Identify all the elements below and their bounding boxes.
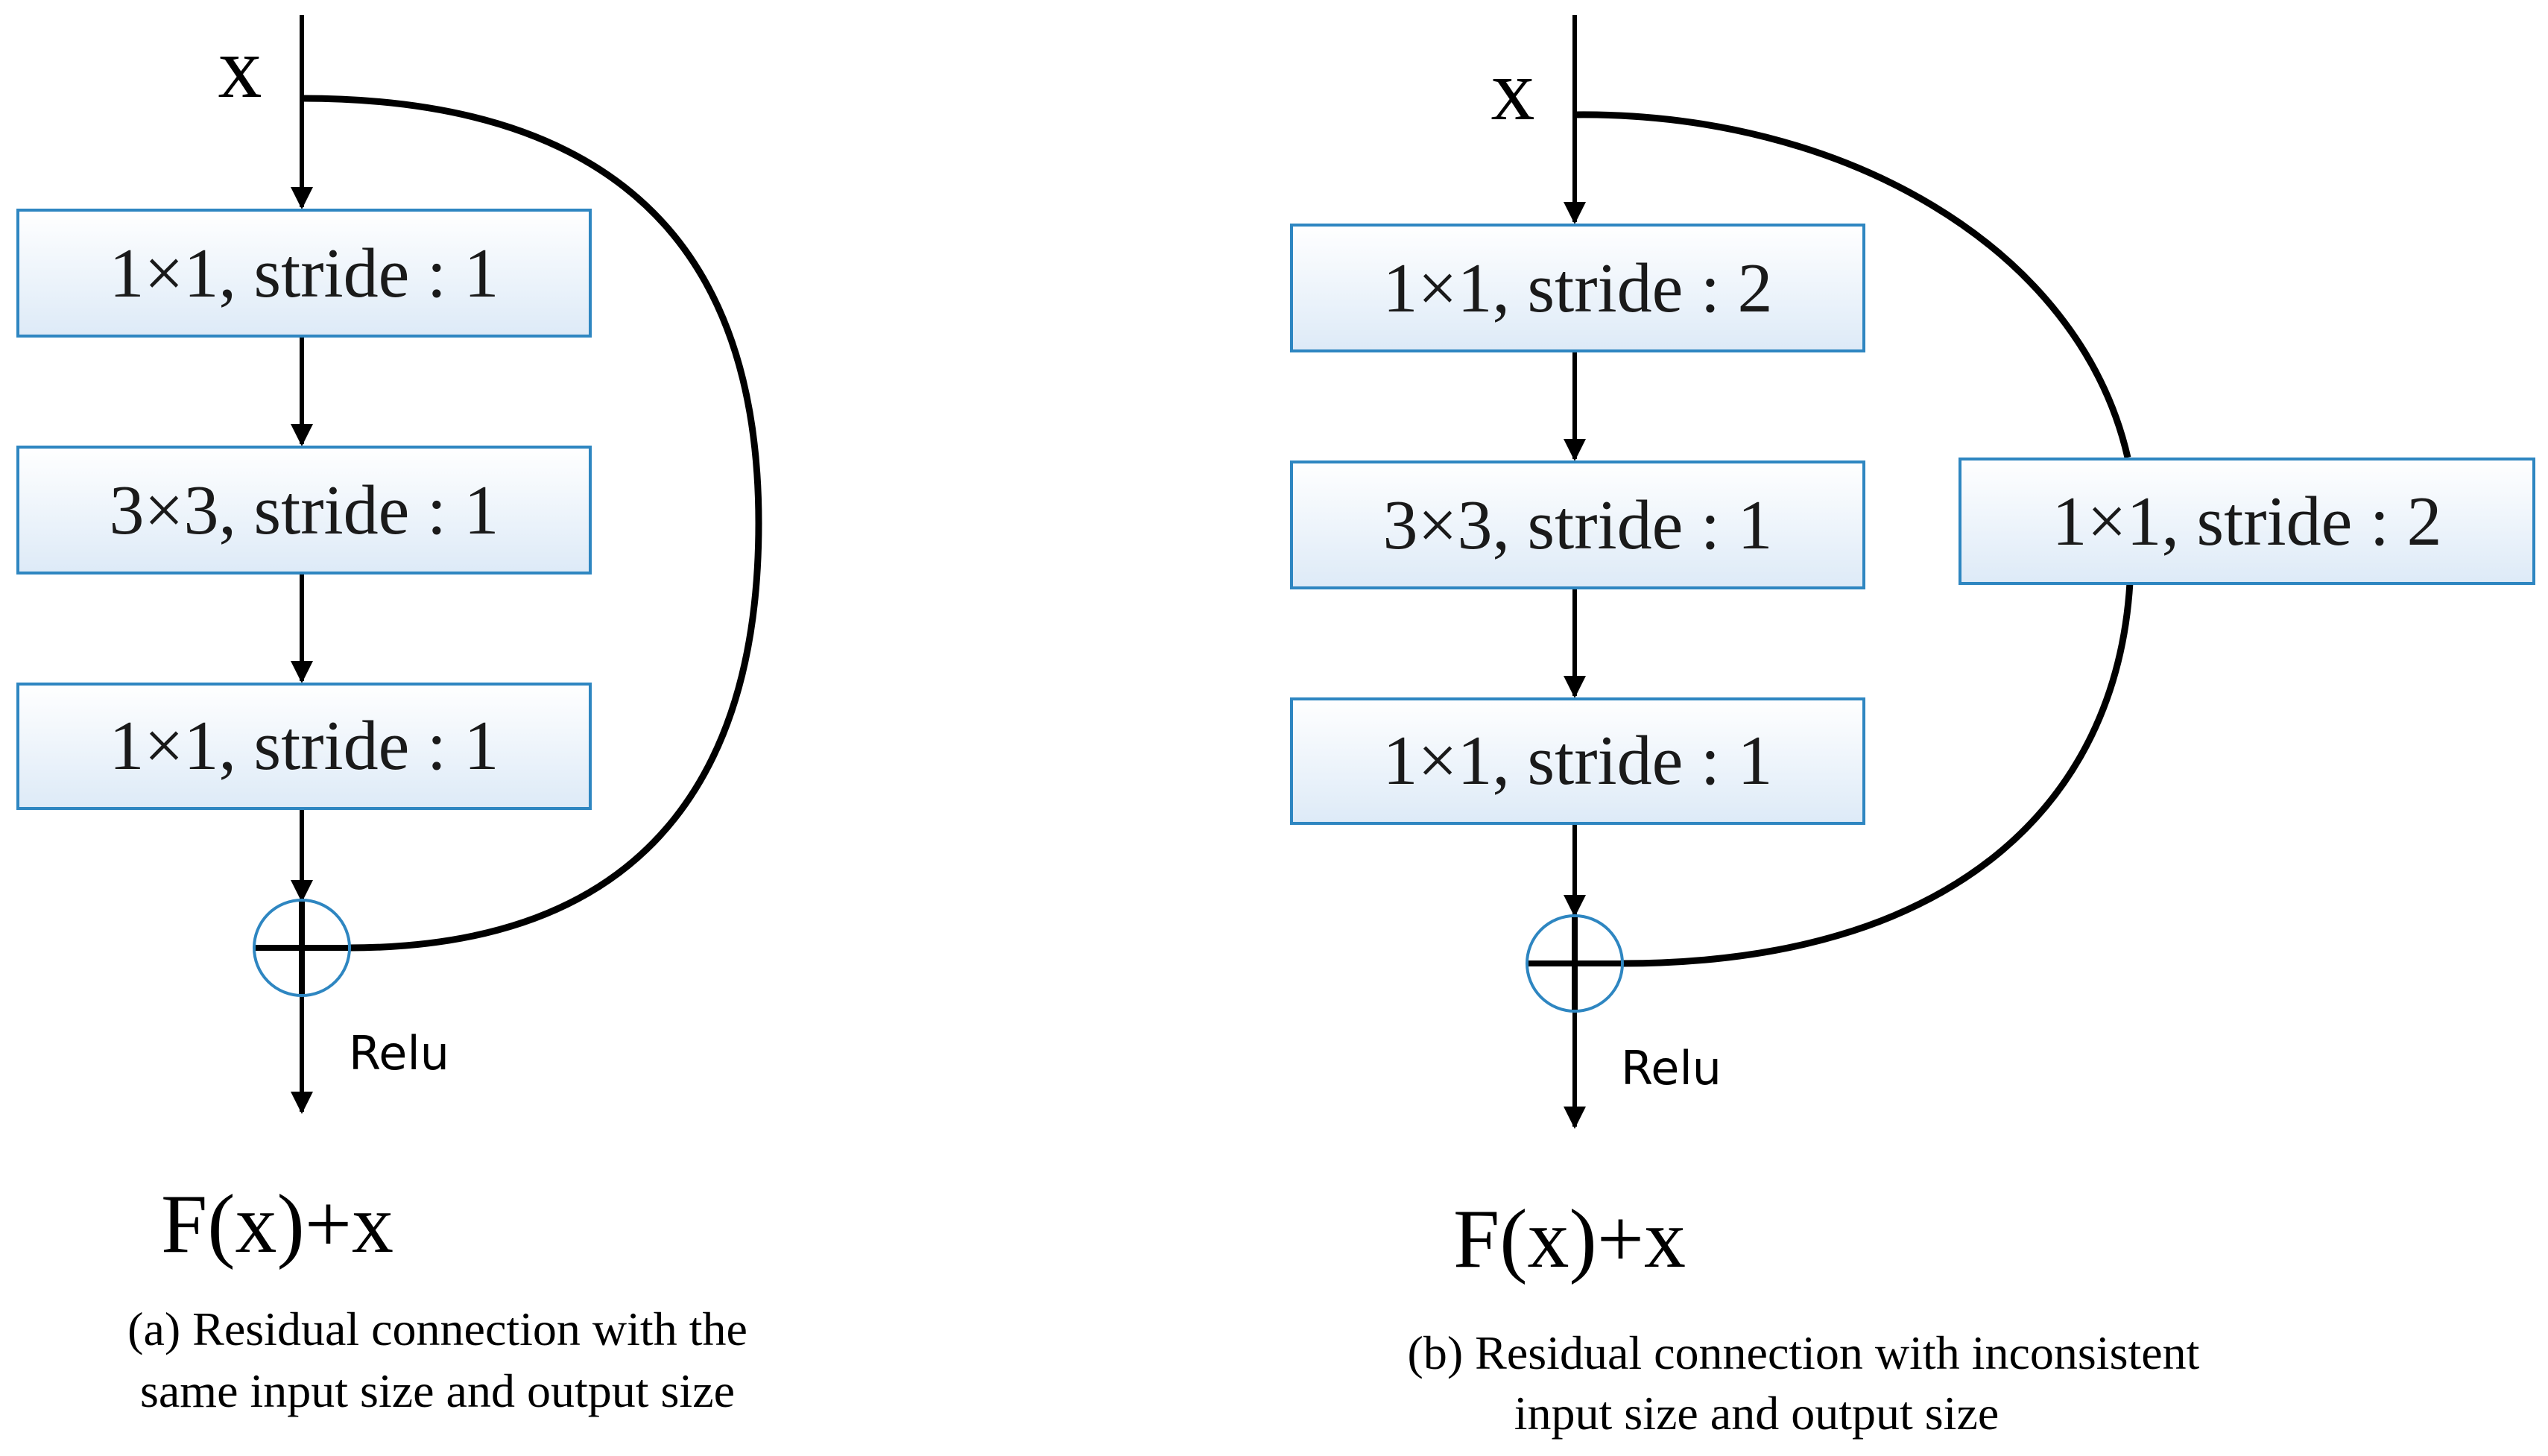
panel-b-relu-label: Relu [1621,1041,1722,1095]
panel-b-block-3: 1×1, stride : 1 [1290,697,1865,825]
panel-b-skip-connection-lower [1621,582,2134,967]
block-label: 3×3, stride : 1 [110,472,499,549]
panel-a-relu-label: Relu [349,1026,449,1080]
panel-b-output-label: F(x)+x [1453,1193,1686,1285]
block-label: 1×1, stride : 1 [110,235,499,312]
panel-a-sum-node-icon [253,899,351,997]
panel-a-output-label: F(x)+x [161,1178,393,1270]
panel-b: x 1×1, stride : 2 3×3, stride : 1 1×1, s… [1290,15,2535,1440]
block-label: 3×3, stride : 1 [1383,487,1773,564]
panel-b-skip-connection-upper [1574,111,2131,459]
panel-a-skip-connection [301,95,762,952]
shortcut-block-label: 1×1, stride : 2 [2052,483,2442,560]
panel-a: x 1×1, stride : 1 3×3, stride : 1 1×1, s… [16,15,762,1417]
panel-b-block-1: 1×1, stride : 2 [1290,224,1865,352]
panel-a-caption-line-1: (a) Residual connection with the [127,1303,747,1355]
panel-b-shortcut-block: 1×1, stride : 2 [1959,458,2535,585]
panel-a-caption-line-2: same input size and output size [140,1364,735,1417]
block-label: 1×1, stride : 1 [1383,722,1773,800]
block-label: 1×1, stride : 2 [1383,250,1773,327]
block-label: 1×1, stride : 1 [110,707,499,785]
panel-a-block-2: 3×3, stride : 1 [16,446,592,575]
panel-b-caption-line-2: input size and output size [1514,1387,1999,1440]
panel-b-block-2: 3×3, stride : 1 [1290,460,1865,589]
panel-b-caption-line-1: (b) Residual connection with inconsisten… [1408,1326,2200,1379]
panel-b-input-label: x [1491,41,1535,139]
panel-a-input-label: x [218,19,262,116]
panel-a-block-1: 1×1, stride : 1 [16,209,592,338]
panel-a-block-3: 1×1, stride : 1 [16,683,592,810]
panel-b-sum-node-icon [1526,914,1624,1013]
